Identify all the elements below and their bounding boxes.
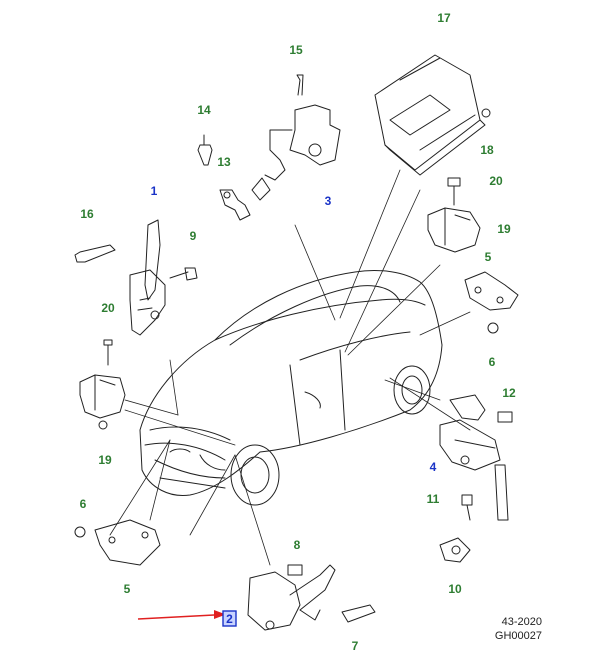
sensor-19-left bbox=[79, 374, 126, 430]
height-sensor-4 bbox=[439, 394, 501, 471]
bolt-20-right bbox=[447, 177, 461, 206]
height-sensor-2 bbox=[247, 564, 336, 631]
height-sensor-3 bbox=[251, 74, 341, 201]
nut-6-left bbox=[74, 526, 86, 538]
bolt-12 bbox=[497, 411, 513, 423]
callout-15: 15 bbox=[289, 43, 303, 57]
drawing-number: GH00027 bbox=[494, 630, 542, 642]
pin-7 bbox=[341, 604, 376, 623]
callout-14: 14 bbox=[197, 103, 211, 117]
callout-18: 18 bbox=[480, 143, 494, 157]
callout-20-left: 20 bbox=[101, 301, 115, 315]
sensor-19-right bbox=[427, 207, 481, 253]
link-10 bbox=[439, 464, 509, 563]
link-13 bbox=[219, 189, 251, 221]
callout-9: 9 bbox=[190, 229, 197, 243]
vehicle-outline bbox=[139, 269, 443, 506]
callout-1: 1 bbox=[151, 184, 158, 198]
callout-4: 4 bbox=[430, 460, 437, 474]
callout-2: 2 bbox=[226, 612, 233, 626]
callout-labels: 17 15 14 13 3 18 1 16 9 20 19 20 19 5 6 … bbox=[80, 11, 516, 653]
callout-20-right: 20 bbox=[489, 174, 503, 188]
callout-5-left: 5 bbox=[124, 582, 131, 596]
bolt-9 bbox=[169, 267, 198, 281]
bolt-20-left bbox=[103, 339, 113, 366]
bracket-5-left bbox=[94, 519, 161, 566]
callout-7: 7 bbox=[352, 639, 359, 653]
bolt-11 bbox=[461, 494, 473, 521]
callout-16: 16 bbox=[80, 207, 94, 221]
nut-6-right bbox=[487, 322, 499, 334]
bolt-14 bbox=[197, 134, 213, 166]
reference-code: 43-2020 bbox=[501, 616, 542, 628]
bracket-5-right bbox=[464, 271, 519, 311]
highlight-box bbox=[222, 610, 237, 627]
red-arrow-icon bbox=[137, 610, 226, 620]
callout-6-left: 6 bbox=[80, 497, 87, 511]
callout-6-right: 6 bbox=[489, 355, 496, 369]
callout-3: 3 bbox=[325, 194, 332, 208]
bolt-8 bbox=[287, 564, 303, 576]
height-sensor-1 bbox=[129, 219, 166, 336]
callout-13: 13 bbox=[217, 155, 231, 169]
callout-8: 8 bbox=[294, 538, 301, 552]
callout-19-right: 19 bbox=[497, 222, 511, 236]
pin-16 bbox=[74, 244, 116, 263]
callout-12: 12 bbox=[502, 386, 516, 400]
callout-5-right: 5 bbox=[485, 250, 492, 264]
control-module-17 bbox=[374, 54, 491, 176]
callout-17: 17 bbox=[437, 11, 451, 25]
callout-11: 11 bbox=[427, 492, 440, 506]
callout-10: 10 bbox=[448, 582, 462, 596]
callout-19-left: 19 bbox=[98, 453, 112, 467]
